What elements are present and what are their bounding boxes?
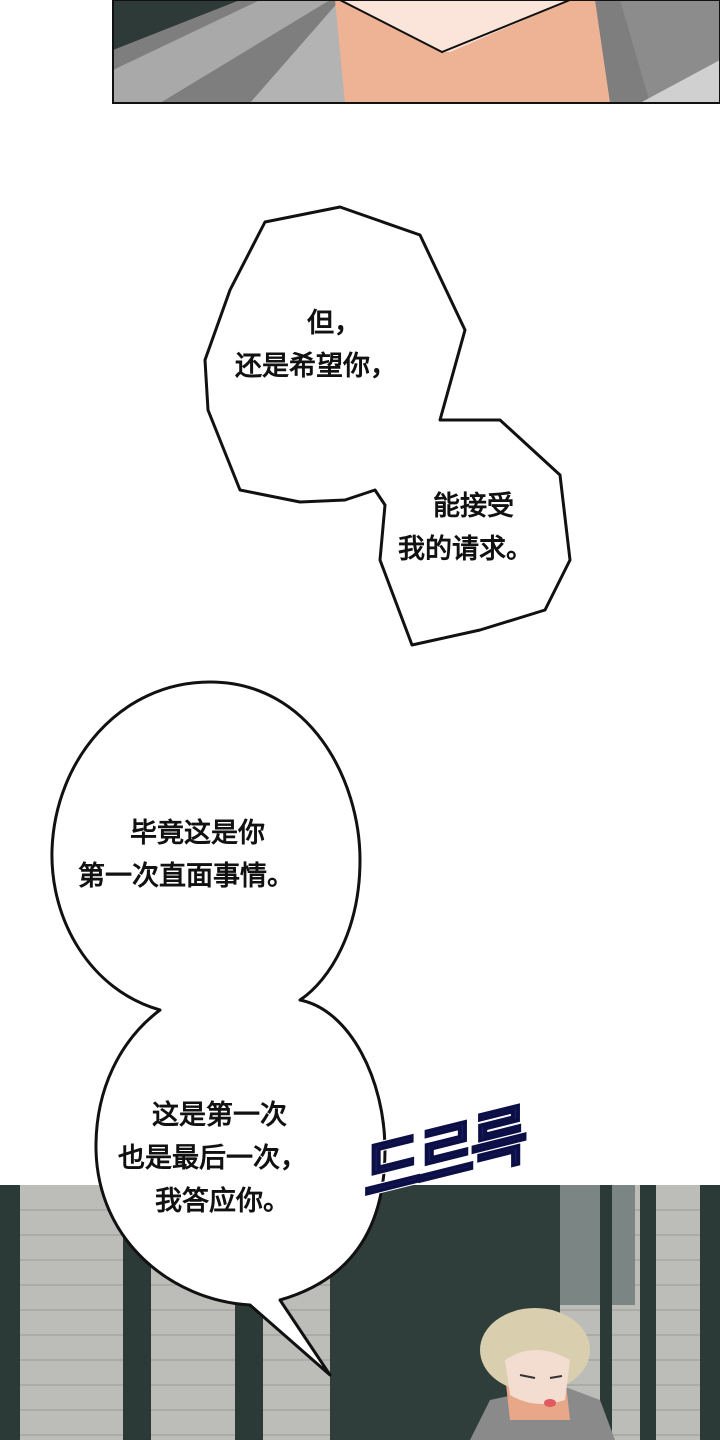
speech-bubble-1 <box>203 205 572 647</box>
speech-bubble-2 <box>50 680 387 1377</box>
bubble-3-line-2: 第一次直面事情。 <box>78 861 294 892</box>
bubble-2-line-2: 我的请求。 <box>398 534 533 565</box>
bubble-3-line-1: 毕竟这是你 <box>130 818 265 849</box>
bubble-4-line-3: 我答应你。 <box>155 1186 290 1217</box>
bubble-1-line-1: 但， <box>307 308 361 339</box>
bubble-1-line-2: 还是希望你， <box>235 351 397 382</box>
top-panel <box>112 0 720 104</box>
bubble-4-line-2: 也是最后一次， <box>118 1143 307 1174</box>
bubble-4-line-1: 这是第一次 <box>152 1100 287 1131</box>
bubble-2-line-1: 能接受 <box>433 491 514 522</box>
